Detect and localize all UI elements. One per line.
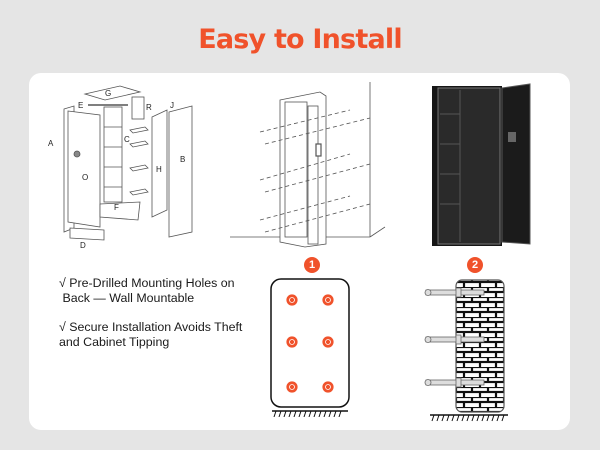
step-2-badge: 2 xyxy=(467,257,483,273)
part-g-top xyxy=(83,85,142,101)
label-b: B xyxy=(180,155,185,164)
label-g: G xyxy=(105,89,111,98)
label-f: F xyxy=(114,203,119,212)
step-1-badge: 1 xyxy=(304,257,320,273)
label-a: A xyxy=(48,139,54,148)
part-f xyxy=(99,201,141,221)
part-c-back xyxy=(103,106,123,203)
feature-item: √ Secure Installation Avoids Theft and C… xyxy=(59,320,243,349)
exploded-view-diagram: G E R J A C B O H F D xyxy=(48,85,193,250)
wall-mounting-diagram xyxy=(230,82,386,248)
part-h xyxy=(151,109,168,218)
label-j: J xyxy=(170,101,174,110)
back-panel-holes-diagram xyxy=(270,278,350,417)
label-r: R xyxy=(146,103,152,112)
safe-product-photo xyxy=(432,83,531,246)
page-title: Easy to Install xyxy=(198,24,402,55)
label-o: O xyxy=(82,173,88,182)
part-d xyxy=(69,227,105,241)
part-b xyxy=(168,105,193,238)
mounting-holes xyxy=(285,293,335,394)
label-c: C xyxy=(124,135,130,144)
label-e: E xyxy=(78,101,83,110)
brick-wall-diagram xyxy=(424,279,508,422)
part-r xyxy=(131,96,145,120)
feature-item: √ Pre-Drilled Mounting Holes on Back — W… xyxy=(59,276,235,305)
anchor-bolts xyxy=(424,287,485,388)
label-h: H xyxy=(156,165,162,174)
feature-list: √ Pre-Drilled Mounting Holes on Back — W… xyxy=(59,276,269,364)
part-o-door xyxy=(67,110,101,228)
brick-wall xyxy=(455,279,505,413)
label-d: D xyxy=(80,241,86,250)
